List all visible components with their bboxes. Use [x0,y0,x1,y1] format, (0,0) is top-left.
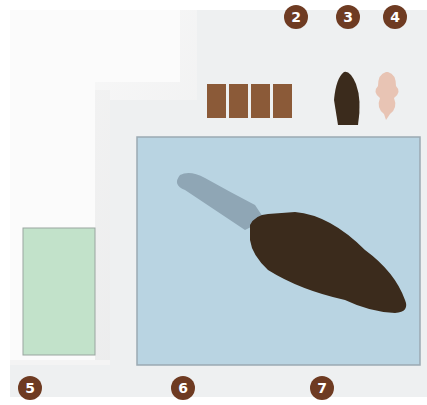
floor-strip [10,365,427,397]
callout-text: 4 [390,9,400,25]
callout-number: 2 [284,5,308,29]
tail [177,173,265,230]
callout-number: 3 [336,5,360,29]
callout-text: 3 [343,9,353,25]
callout-text: 2 [291,9,301,25]
callout-text: 5 [25,380,35,396]
callout-number: 5 [18,376,42,400]
animal-body [250,212,406,313]
callout-number: 7 [310,376,334,400]
bars [207,84,292,118]
green-case [23,228,95,355]
callout-number: 4 [383,5,407,29]
blue-case [137,137,420,365]
room-outer [10,10,427,397]
skull [375,72,398,120]
callout-text: 6 [178,380,188,396]
dark-object [334,72,360,125]
callout-text: 7 [317,380,327,396]
callout-number: 6 [171,376,195,400]
room-floor [110,10,427,365]
